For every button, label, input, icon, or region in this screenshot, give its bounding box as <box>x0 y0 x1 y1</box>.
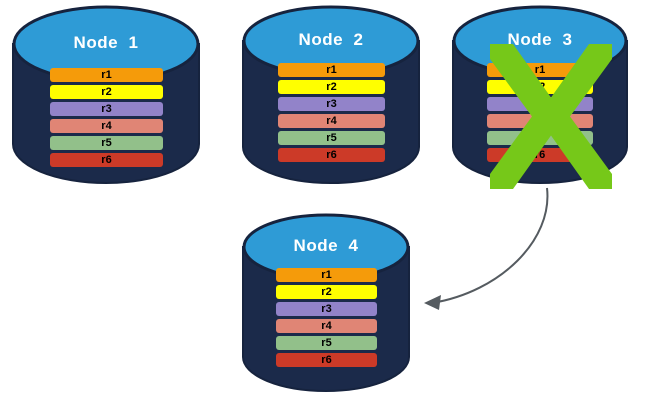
replica-row-r4[interactable]: r4 <box>487 114 593 128</box>
replica-row-r2[interactable]: r2 <box>487 80 593 94</box>
replica-row-list: r1 r2 r3 r4 r5 r6 <box>487 63 593 162</box>
replica-row-r5[interactable]: r5 <box>50 136 163 150</box>
replica-row-r1[interactable]: r1 <box>278 63 385 77</box>
replica-row-r2[interactable]: r2 <box>278 80 385 94</box>
replica-row-list: r1 r2 r3 r4 r5 r6 <box>50 68 163 167</box>
replica-row-r4[interactable]: r4 <box>50 119 163 133</box>
replica-row-r4[interactable]: r4 <box>276 319 377 333</box>
replica-row-r4[interactable]: r4 <box>278 114 385 128</box>
replica-row-r5[interactable]: r5 <box>487 131 593 145</box>
replica-row-r1[interactable]: r1 <box>487 63 593 77</box>
replica-row-list: r1 r2 r3 r4 r5 r6 <box>278 63 385 162</box>
replica-row-r5[interactable]: r5 <box>276 336 377 350</box>
replica-row-list: r1 r2 r3 r4 r5 r6 <box>276 268 377 367</box>
replica-row-r1[interactable]: r1 <box>276 268 377 282</box>
arrow-head-icon <box>424 295 441 310</box>
replica-row-r3[interactable]: r3 <box>278 97 385 111</box>
replica-row-r6[interactable]: r6 <box>487 148 593 162</box>
replica-row-r2[interactable]: r2 <box>276 285 377 299</box>
replica-row-r3[interactable]: r3 <box>276 302 377 316</box>
replica-row-r1[interactable]: r1 <box>50 68 163 82</box>
replica-row-r2[interactable]: r2 <box>50 85 163 99</box>
arrow-path <box>431 187 549 304</box>
replica-row-r6[interactable]: r6 <box>50 153 163 167</box>
replica-row-r3[interactable]: r3 <box>487 97 593 111</box>
replica-row-r6[interactable]: r6 <box>276 353 377 367</box>
replica-row-r5[interactable]: r5 <box>278 131 385 145</box>
replica-row-r3[interactable]: r3 <box>50 102 163 116</box>
replica-row-r6[interactable]: r6 <box>278 148 385 162</box>
